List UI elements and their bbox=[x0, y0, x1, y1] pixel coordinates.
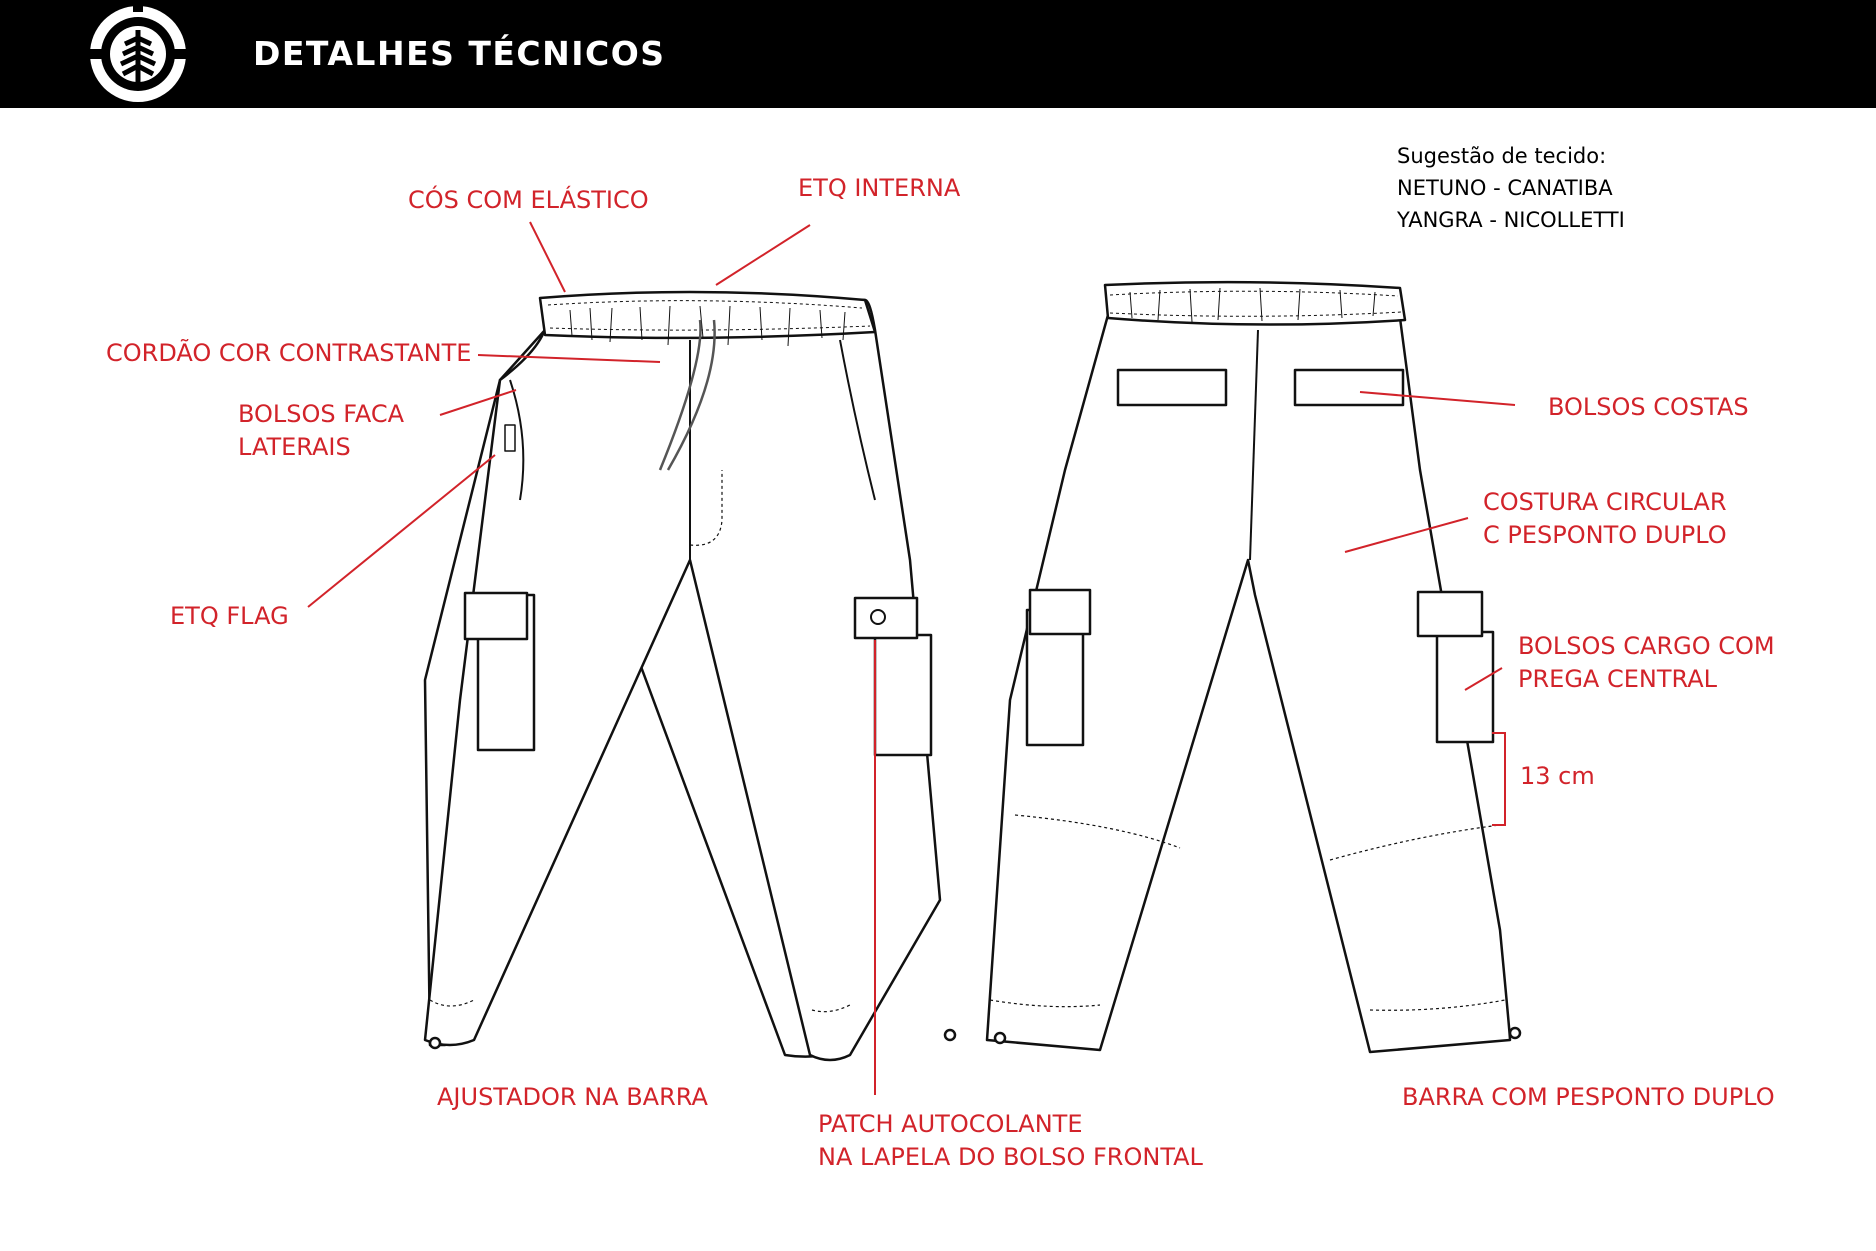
back-cargo-flap-right bbox=[1416, 590, 1484, 638]
back-pants-drawing bbox=[985, 280, 1522, 1054]
callout-barra: BARRA COM PESPONTO DUPLO bbox=[1402, 1083, 1775, 1111]
front-pants-body bbox=[423, 298, 942, 1062]
fabric-option-2: YANGRA - NICOLLETTI bbox=[1397, 208, 1625, 232]
callout-costura-line-2: C PESPONTO DUPLO bbox=[1483, 521, 1727, 549]
front-cargo-flap-left bbox=[463, 591, 529, 641]
callout-leader-lines bbox=[307, 221, 1516, 1095]
element-tree-logo-icon bbox=[85, 0, 191, 102]
back-cargo-pocket-right bbox=[1435, 630, 1495, 744]
callout-bolsos-costas: BOLSOS COSTAS bbox=[1548, 393, 1749, 421]
front-pants-drawing bbox=[423, 290, 957, 1062]
back-pants-body bbox=[985, 313, 1512, 1054]
callout-ajustador: AJUSTADOR NA BARRA bbox=[437, 1083, 708, 1111]
page-title: DETALHES TÉCNICOS bbox=[253, 34, 666, 73]
fabric-suggestion: Sugestão de tecido: NETUNO - CANATIBA YA… bbox=[1397, 140, 1625, 236]
callout-cordao: CORDÃO COR CONTRASTANTE bbox=[106, 339, 472, 367]
callout-cos-com-elastico: CÓS COM ELÁSTICO bbox=[408, 186, 649, 214]
callout-bolsos-cargo: BOLSOS CARGO COM PREGA CENTRAL bbox=[1518, 630, 1775, 696]
callout-costura-line-1: COSTURA CIRCULAR bbox=[1483, 488, 1727, 516]
back-cargo-flap-left bbox=[1028, 588, 1092, 636]
callout-bolsos-faca: BOLSOS FACA LATERAIS bbox=[238, 398, 404, 464]
callout-bolsos-cargo-line-1: BOLSOS CARGO COM bbox=[1518, 632, 1775, 660]
fabric-option-1: NETUNO - CANATIBA bbox=[1397, 176, 1613, 200]
callout-patch-line-1: PATCH AUTOCOLANTE bbox=[818, 1110, 1083, 1138]
callout-patch: PATCH AUTOCOLANTE NA LAPELA DO BOLSO FRO… bbox=[818, 1108, 1203, 1174]
back-pocket-left bbox=[1116, 368, 1228, 407]
back-waistband bbox=[1103, 280, 1407, 326]
back-pocket-right bbox=[1293, 368, 1405, 407]
callout-costura: COSTURA CIRCULAR C PESPONTO DUPLO bbox=[1483, 486, 1727, 552]
fabric-suggestion-title: Sugestão de tecido: bbox=[1397, 144, 1607, 168]
callout-etq-flag: ETQ FLAG bbox=[170, 602, 289, 630]
front-cargo-flap-right bbox=[853, 596, 919, 640]
front-waistband bbox=[538, 290, 877, 340]
header-bar: DETALHES TÉCNICOS bbox=[0, 0, 1876, 108]
callout-bolsos-faca-line-2: LATERAIS bbox=[238, 433, 351, 461]
callout-patch-line-2: NA LAPELA DO BOLSO FRONTAL bbox=[818, 1143, 1203, 1171]
callout-medida-13cm: 13 cm bbox=[1520, 762, 1595, 790]
front-cargo-pocket-right bbox=[873, 633, 933, 757]
callout-bolsos-faca-line-1: BOLSOS FACA bbox=[238, 400, 405, 428]
callout-etq-interna: ETQ INTERNA bbox=[798, 174, 961, 202]
callout-bolsos-cargo-line-2: PREGA CENTRAL bbox=[1518, 665, 1717, 693]
